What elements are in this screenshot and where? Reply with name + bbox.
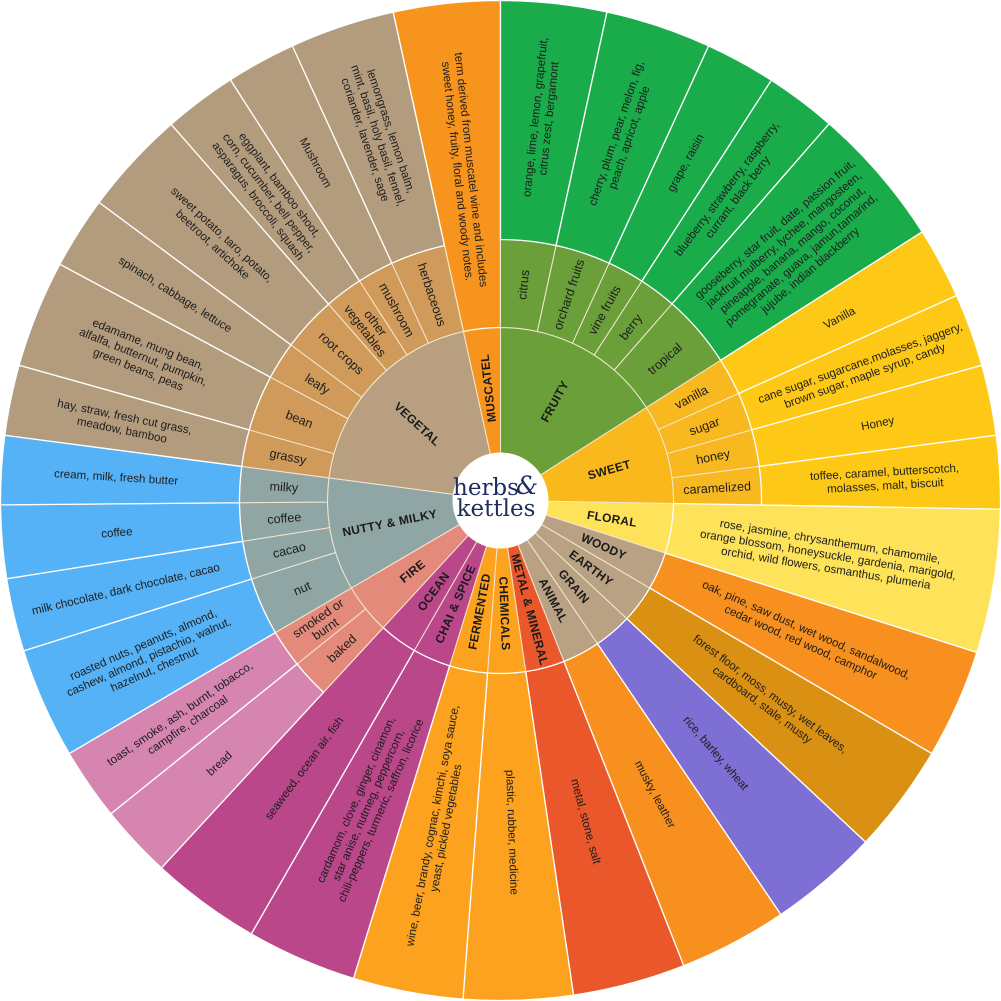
subcategory-label: nut xyxy=(291,578,313,598)
subcategory-label-line: citrus xyxy=(515,269,532,300)
category-label-chemicals: CHEMICALS xyxy=(496,576,513,651)
descriptor-segment xyxy=(291,11,446,265)
subcategory-label: milky xyxy=(269,479,299,495)
descriptor-text-line: coffee xyxy=(101,525,133,541)
subcategory-label: coffee xyxy=(267,510,302,527)
logo: herbs & kettles xyxy=(452,452,549,549)
logo-line-2: kettles xyxy=(457,496,536,522)
subcategory-label-line: nut xyxy=(291,578,313,598)
subcategory-label-line: caramelized xyxy=(683,479,752,497)
subcategory-label: citrus xyxy=(515,269,532,300)
descriptor-text: coffee xyxy=(101,525,133,541)
subcategory-label-line: coffee xyxy=(267,510,302,527)
logo-circle xyxy=(452,452,549,549)
subcategory-label: caramelized xyxy=(683,479,752,497)
logo-line-1: herbs xyxy=(453,475,519,501)
descriptor-text: plastic, rubber, medicine xyxy=(503,770,520,895)
descriptor-text-line: plastic, rubber, medicine xyxy=(503,770,520,895)
subcategory-label-line: honey xyxy=(695,446,732,467)
subcategory-label: honey xyxy=(695,446,732,467)
subcategory-label-line: milky xyxy=(269,479,299,495)
subcategory-label: othervegetables xyxy=(341,295,399,360)
logo-ampersand: & xyxy=(516,471,538,500)
category-label-chemicals-line: CHEMICALS xyxy=(496,576,513,651)
descriptor-text: toffee, caramel, butterscotch,molasses, … xyxy=(810,462,961,497)
